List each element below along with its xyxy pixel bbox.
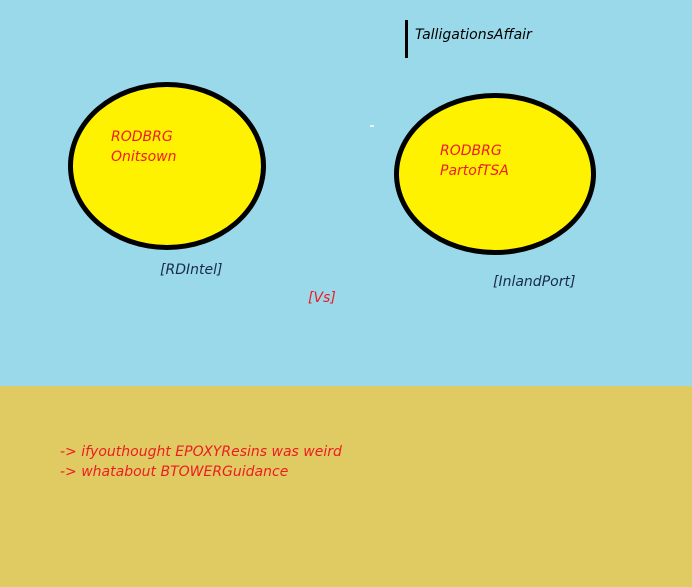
title-marker bbox=[405, 20, 408, 58]
left-circle-label: [RDIntel] bbox=[160, 262, 223, 278]
left-circle-line1: RODBRG bbox=[111, 129, 173, 145]
right-circle-line1: RODBRG bbox=[440, 143, 502, 159]
right-circle-text: RODBRG PartofTSA bbox=[440, 141, 509, 181]
notes-list: -> ifyouthought EPOXYResins was weird ->… bbox=[60, 442, 342, 482]
right-circle bbox=[394, 93, 596, 255]
left-circle bbox=[68, 82, 266, 250]
left-circle-line2: Onitsown bbox=[111, 149, 177, 165]
ground-background bbox=[0, 386, 692, 587]
right-circle-label: [InlandPort] bbox=[493, 274, 576, 290]
left-circle-text: RODBRG Onitsown bbox=[111, 127, 176, 167]
right-circle-line2: PartofTSA bbox=[440, 163, 509, 179]
versus-label: [Vs] bbox=[308, 290, 336, 306]
note-line: -> ifyouthought EPOXYResins was weird bbox=[60, 444, 342, 460]
page-title: TalligationsAffair bbox=[415, 27, 532, 43]
stray-mark bbox=[370, 125, 374, 127]
note-line: -> whatabout BTOWERGuidance bbox=[60, 464, 289, 480]
